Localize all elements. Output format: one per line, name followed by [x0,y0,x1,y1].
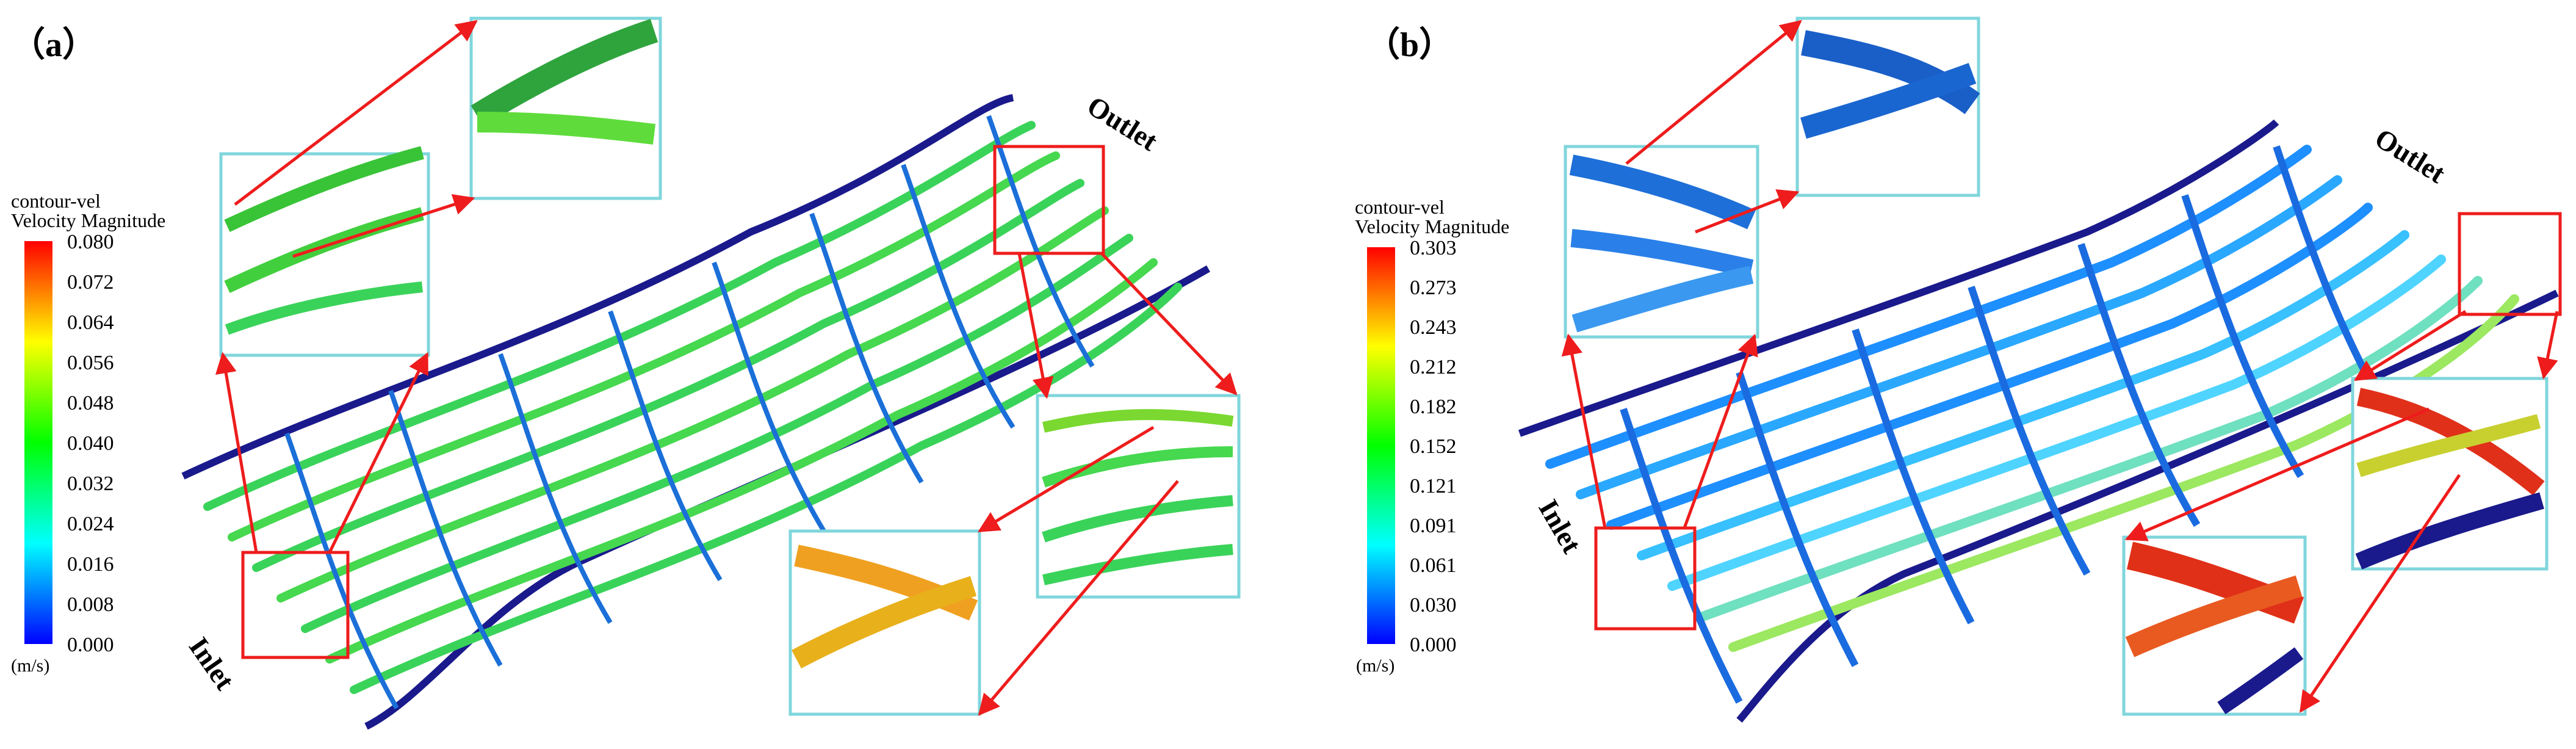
legend-b-unit: (m/s) [1356,656,1394,676]
legend-b-tick: 0.061 [1410,554,1457,577]
legend-b-tick: 0.091 [1410,515,1457,537]
legend-a-title-line2: Velocity Magnitude [11,209,165,231]
highlight-box-a-outlet [993,145,1105,255]
legend-a-tick: 0.032 [67,472,114,495]
legend-a: contour-vel Velocity Magnitude 0.080 0.0… [11,190,165,676]
legend-b-ticks: 0.303 0.273 0.243 0.212 0.182 0.152 0.12… [1410,237,1457,656]
legend-b-title-line1: contour-vel [1355,196,1445,218]
zoom-inset-a-left [219,146,430,357]
panel-b: （b） contour-vel Velocity Magnitude 0.303… [1355,16,2562,723]
zoom-arrows-b [1561,20,2559,713]
legend-b-tick: 0.030 [1410,594,1457,617]
legend-a-tick: 0.016 [67,553,114,576]
mesh-b-longitudinal-channels [1545,145,2519,652]
zoom-inset-b-top [1795,16,1980,197]
legend-b-tick: 0.303 [1410,237,1457,259]
legend-b-tick: 0.182 [1410,396,1457,418]
mesh-a-transverse-channels [284,115,1095,709]
panel-a-label: （a） [11,26,96,64]
zoom-arrows-a [215,20,1238,716]
legend-a-tick: 0.000 [67,634,114,656]
legend-b-tick: 0.212 [1410,356,1457,378]
zoom-inset-b-outlet [2351,377,2549,571]
legend-a-tick: 0.064 [67,311,114,334]
legend-b-tick: 0.243 [1410,316,1457,339]
mesh-b-back-wall [1518,119,2279,437]
zoom-inset-a-outlet [1036,394,1241,599]
legend-b-title-line2: Velocity Magnitude [1355,215,1509,237]
panel-a: （a） contour-vel Velocity Magnitude 0.080… [11,16,1241,730]
mesh-b-transverse-channels [1620,145,2396,704]
highlight-box-b-outlet [2458,212,2562,316]
channel-mesh-b [1518,119,2559,723]
legend-a-tick: 0.048 [67,392,114,414]
highlight-box-a-inlet [241,551,350,659]
mesh-b-front-wall [1736,289,2559,723]
legend-a-unit: (m/s) [11,656,49,676]
highlight-box-b-inlet [1594,526,1697,631]
outlet-label-b: Outlet [2370,122,2452,189]
legend-a-tick: 0.080 [67,231,114,253]
legend-a-ticks: 0.080 0.072 0.064 0.056 0.048 0.040 0.03… [67,231,114,656]
legend-a-title-line1: contour-vel [11,190,101,212]
zoom-inset-b-bottom [2122,535,2307,716]
legend-b-tick: 0.152 [1410,435,1457,458]
legend-a-tick: 0.008 [67,593,114,616]
channel-mesh-a [181,94,1210,730]
inlet-label-a: Inlet [183,631,241,695]
legend-b-tick: 0.000 [1410,634,1457,656]
zoom-inset-b-left [1564,145,1759,339]
legend-a-tick: 0.072 [67,271,114,294]
panel-b-label: （b） [1366,26,1453,64]
legend-a-colorbar [24,241,52,644]
zoom-inset-a-bottom [788,529,981,716]
legend-a-tick: 0.040 [67,432,114,455]
mesh-a-back-wall [181,94,1014,480]
zoom-inset-a-top [469,16,662,200]
legend-b-colorbar [1367,247,1395,644]
legend-b: contour-vel Velocity Magnitude 0.303 0.2… [1355,196,1509,676]
legend-a-tick: 0.024 [67,513,114,535]
legend-b-tick: 0.121 [1410,475,1457,498]
legend-a-tick: 0.056 [67,352,114,374]
legend-b-tick: 0.273 [1410,277,1457,299]
